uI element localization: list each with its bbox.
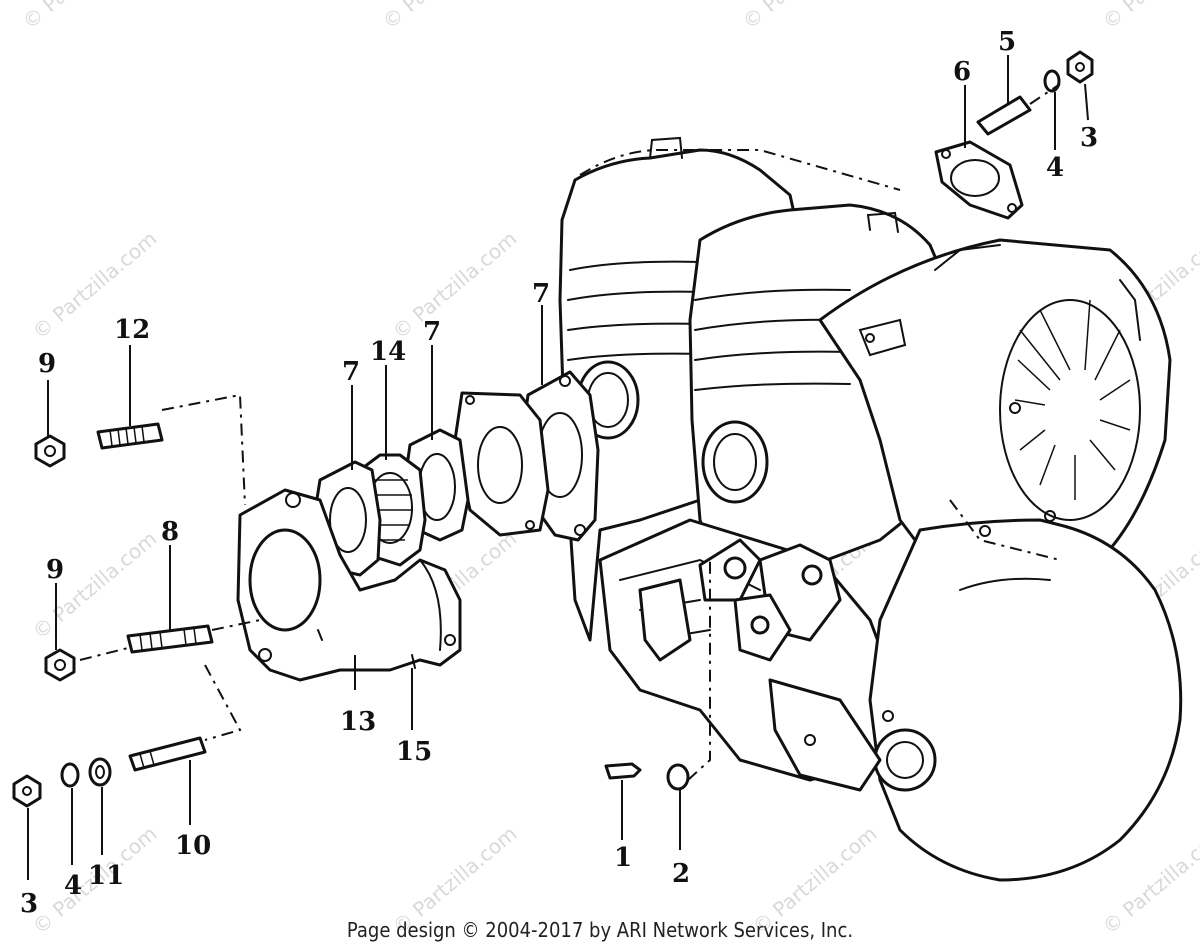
watermark: © Partzilla.com xyxy=(18,0,152,34)
callout-8: 8 xyxy=(161,517,179,547)
nut-9-top xyxy=(34,434,66,468)
watermark: © Partzilla.com xyxy=(378,0,512,34)
nut-3-top xyxy=(1066,50,1094,84)
stud-5 xyxy=(976,95,1032,136)
callout-7-left: 7 xyxy=(342,357,360,387)
lockwasher-4-bottom xyxy=(60,762,80,788)
callout-14: 14 xyxy=(370,337,406,367)
intake-cluster xyxy=(638,538,842,662)
callout-12: 12 xyxy=(114,315,150,345)
fasteners xyxy=(12,50,1094,808)
watermark: © Partzilla.com xyxy=(1098,0,1200,34)
callout-11: 11 xyxy=(88,861,124,891)
callout-9-top: 9 xyxy=(38,349,56,379)
callouts: 1 2 3 3 4 4 5 6 7 7 7 8 9 9 10 11 12 13 … xyxy=(20,27,1098,919)
callout-9-bottom: 9 xyxy=(46,555,64,585)
leader-lines xyxy=(27,55,1089,880)
exhaust-port-front xyxy=(701,420,769,504)
callout-1: 1 xyxy=(614,843,632,873)
recoil-cover xyxy=(868,518,1183,882)
callout-7-right: 7 xyxy=(532,279,550,309)
stud-12 xyxy=(96,422,164,450)
plug-1 xyxy=(604,762,642,780)
callout-4-top: 4 xyxy=(1046,153,1064,183)
starter-boss xyxy=(873,728,937,792)
callout-7-middle: 7 xyxy=(423,317,441,347)
callout-13: 13 xyxy=(340,707,376,737)
lockwasher-4-top xyxy=(1043,69,1061,93)
nut-3-bottom xyxy=(12,774,42,808)
callout-2: 2 xyxy=(672,859,690,889)
washer-2 xyxy=(666,763,690,791)
watermark: © Partzilla.com xyxy=(388,226,522,344)
callout-4-bottom: 4 xyxy=(64,871,82,901)
nut-9-bottom xyxy=(44,648,76,682)
callout-3-bottom: 3 xyxy=(20,889,38,919)
exhaust-manifold-group xyxy=(236,370,600,682)
engine-assembly xyxy=(558,136,1183,882)
callout-15: 15 xyxy=(396,737,432,767)
watermark: © Partzilla.com xyxy=(738,0,872,34)
callout-3-top: 3 xyxy=(1080,123,1098,153)
copyright-footer: Page design © 2004-2017 by ARI Network S… xyxy=(346,918,854,942)
callout-6: 6 xyxy=(953,57,971,87)
callout-5: 5 xyxy=(998,27,1016,57)
stud-10 xyxy=(128,736,207,772)
stud-8 xyxy=(126,624,214,654)
watermark: © Partzilla.com xyxy=(28,526,162,644)
washer-11 xyxy=(88,757,112,787)
callout-10: 10 xyxy=(175,831,211,861)
heat-shield-plate xyxy=(453,391,550,537)
